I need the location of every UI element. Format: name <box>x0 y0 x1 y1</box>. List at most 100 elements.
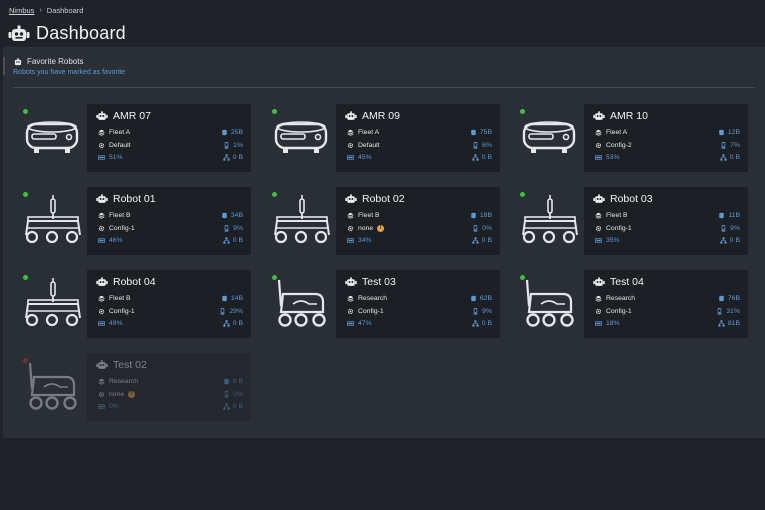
config-row: Config-1 <box>347 308 384 315</box>
battery-stat: 31% <box>716 308 740 315</box>
storage-stat: 11B <box>718 212 740 219</box>
battery-value: 9% <box>730 225 740 232</box>
fleet-label: Fleet B <box>109 295 131 302</box>
memory-icon <box>347 321 354 326</box>
robot-card[interactable]: AMR 07 Fleet A Default 51% 25B 1% 0 B <box>18 104 251 172</box>
layers-icon <box>98 129 105 136</box>
cpu-usage: 47% <box>358 320 372 327</box>
layers-icon <box>347 295 354 302</box>
storage-value: 62B <box>479 295 492 302</box>
robot-name: Robot 03 <box>610 193 653 205</box>
battery-stat: 9% <box>223 225 243 232</box>
network-value: 0 B <box>481 320 492 327</box>
memory-icon <box>98 155 105 160</box>
cpu-row: 46% <box>98 237 123 244</box>
battery-icon <box>224 142 229 149</box>
robot-card[interactable]: Robot 04 Fleet B Config-1 49% 14B 29% 0 … <box>18 270 251 338</box>
config-row: none ! <box>347 225 385 232</box>
battery-icon <box>224 391 229 398</box>
storage-stat: 12B <box>718 129 740 136</box>
battery-value: 1% <box>233 142 243 149</box>
database-icon <box>719 295 724 302</box>
storage-value: 76B <box>727 295 740 302</box>
breadcrumb-current: Dashboard <box>46 6 84 15</box>
network-value: 0 B <box>232 154 243 161</box>
storage-value: 75B <box>479 129 492 136</box>
database-icon <box>719 212 725 219</box>
network-value: 0 B <box>232 237 243 244</box>
mobile-manipulator-icon <box>274 195 330 244</box>
gear-icon <box>595 225 602 232</box>
config-label: Config-2 <box>606 142 632 149</box>
robot-icon <box>14 57 22 65</box>
config-label: Default <box>109 142 131 149</box>
storage-value: 12B <box>727 129 740 136</box>
cpu-usage: 34% <box>358 237 372 244</box>
config-row: Default <box>98 142 131 149</box>
config-row: Config-1 <box>98 225 135 232</box>
robot-icon <box>593 194 605 203</box>
robot-thumbnail <box>18 187 87 255</box>
robot-thumbnail <box>267 187 336 255</box>
robot-name-header: Robot 02 <box>345 193 405 205</box>
battery-value: 0% <box>482 225 492 232</box>
amr-robot-icon <box>274 121 328 153</box>
config-row: Default <box>347 142 380 149</box>
memory-icon <box>595 155 602 160</box>
robot-card[interactable]: AMR 10 Fleet A Config-2 53% 12B 7% 0 B <box>515 104 748 172</box>
network-stat: 0 B <box>720 237 740 244</box>
robot-card[interactable]: Robot 02 Fleet B none ! 34% 18B 0% 0 B <box>267 187 500 255</box>
config-label: Config-1 <box>358 308 384 315</box>
battery-value: 9% <box>482 308 492 315</box>
fleet-label: Research <box>358 295 388 302</box>
fleet-label: Fleet B <box>606 212 628 219</box>
cpu-row: 34% <box>347 237 372 244</box>
robot-card[interactable]: Test 04 Research Config-1 18% 76B 31% 81… <box>515 270 748 338</box>
cpu-row: 53% <box>595 154 620 161</box>
robot-card[interactable]: AMR 09 Fleet A Default 45% 75B 6% 0 B <box>267 104 500 172</box>
config-row: Config-1 <box>595 225 632 232</box>
battery-value: 29% <box>229 308 243 315</box>
robot-icon <box>345 277 357 286</box>
battery-icon <box>473 142 478 149</box>
section-divider <box>13 87 755 88</box>
config-label: Config-1 <box>109 225 135 232</box>
storage-stat: 25B <box>221 129 243 136</box>
database-icon <box>224 378 229 385</box>
network-stat: 0 B <box>223 403 243 410</box>
robot-name-header: AMR 07 <box>96 110 151 122</box>
battery-stat: 7% <box>720 142 740 149</box>
fleet-row: Fleet B <box>595 212 628 219</box>
memory-icon <box>98 404 105 409</box>
battery-stat: 1% <box>223 142 243 149</box>
storage-value: 14B <box>230 295 243 302</box>
network-icon <box>223 403 230 410</box>
memory-icon <box>595 238 602 243</box>
breadcrumb-root-link[interactable]: Nimbus <box>9 6 35 15</box>
battery-icon <box>473 308 478 315</box>
cpu-row: 45% <box>347 154 372 161</box>
storage-value: 11B <box>728 212 740 219</box>
database-icon <box>471 295 476 302</box>
storage-value: 18B <box>479 212 492 219</box>
fleet-row: Fleet B <box>98 295 131 302</box>
network-stat: 81B <box>718 320 740 327</box>
warning-icon: ! <box>128 391 136 398</box>
status-dot <box>23 275 28 280</box>
robot-name-header: Robot 04 <box>96 276 156 288</box>
config-label: Config-1 <box>606 308 632 315</box>
database-icon <box>471 212 476 219</box>
amr-robot-icon <box>522 121 576 153</box>
robot-name: AMR 10 <box>610 110 648 122</box>
status-dot <box>272 109 277 114</box>
network-value: 0 B <box>729 237 740 244</box>
robot-card[interactable]: Test 03 Research Config-1 47% 62B 9% 0 B <box>267 270 500 338</box>
storage-value: 0 B <box>232 378 243 385</box>
status-dot <box>520 192 525 197</box>
robot-card[interactable]: Test 02 Research none ! 0% 0 B 0% 0 B <box>18 353 251 421</box>
status-dot <box>23 358 28 363</box>
robot-card[interactable]: Robot 03 Fleet B Config-1 35% 11B 9% 0 B <box>515 187 748 255</box>
network-value: 0 B <box>232 403 243 410</box>
robot-card[interactable]: Robot 01 Fleet B Config-1 46% 34B 9% 0 B <box>18 187 251 255</box>
status-dot <box>520 109 525 114</box>
